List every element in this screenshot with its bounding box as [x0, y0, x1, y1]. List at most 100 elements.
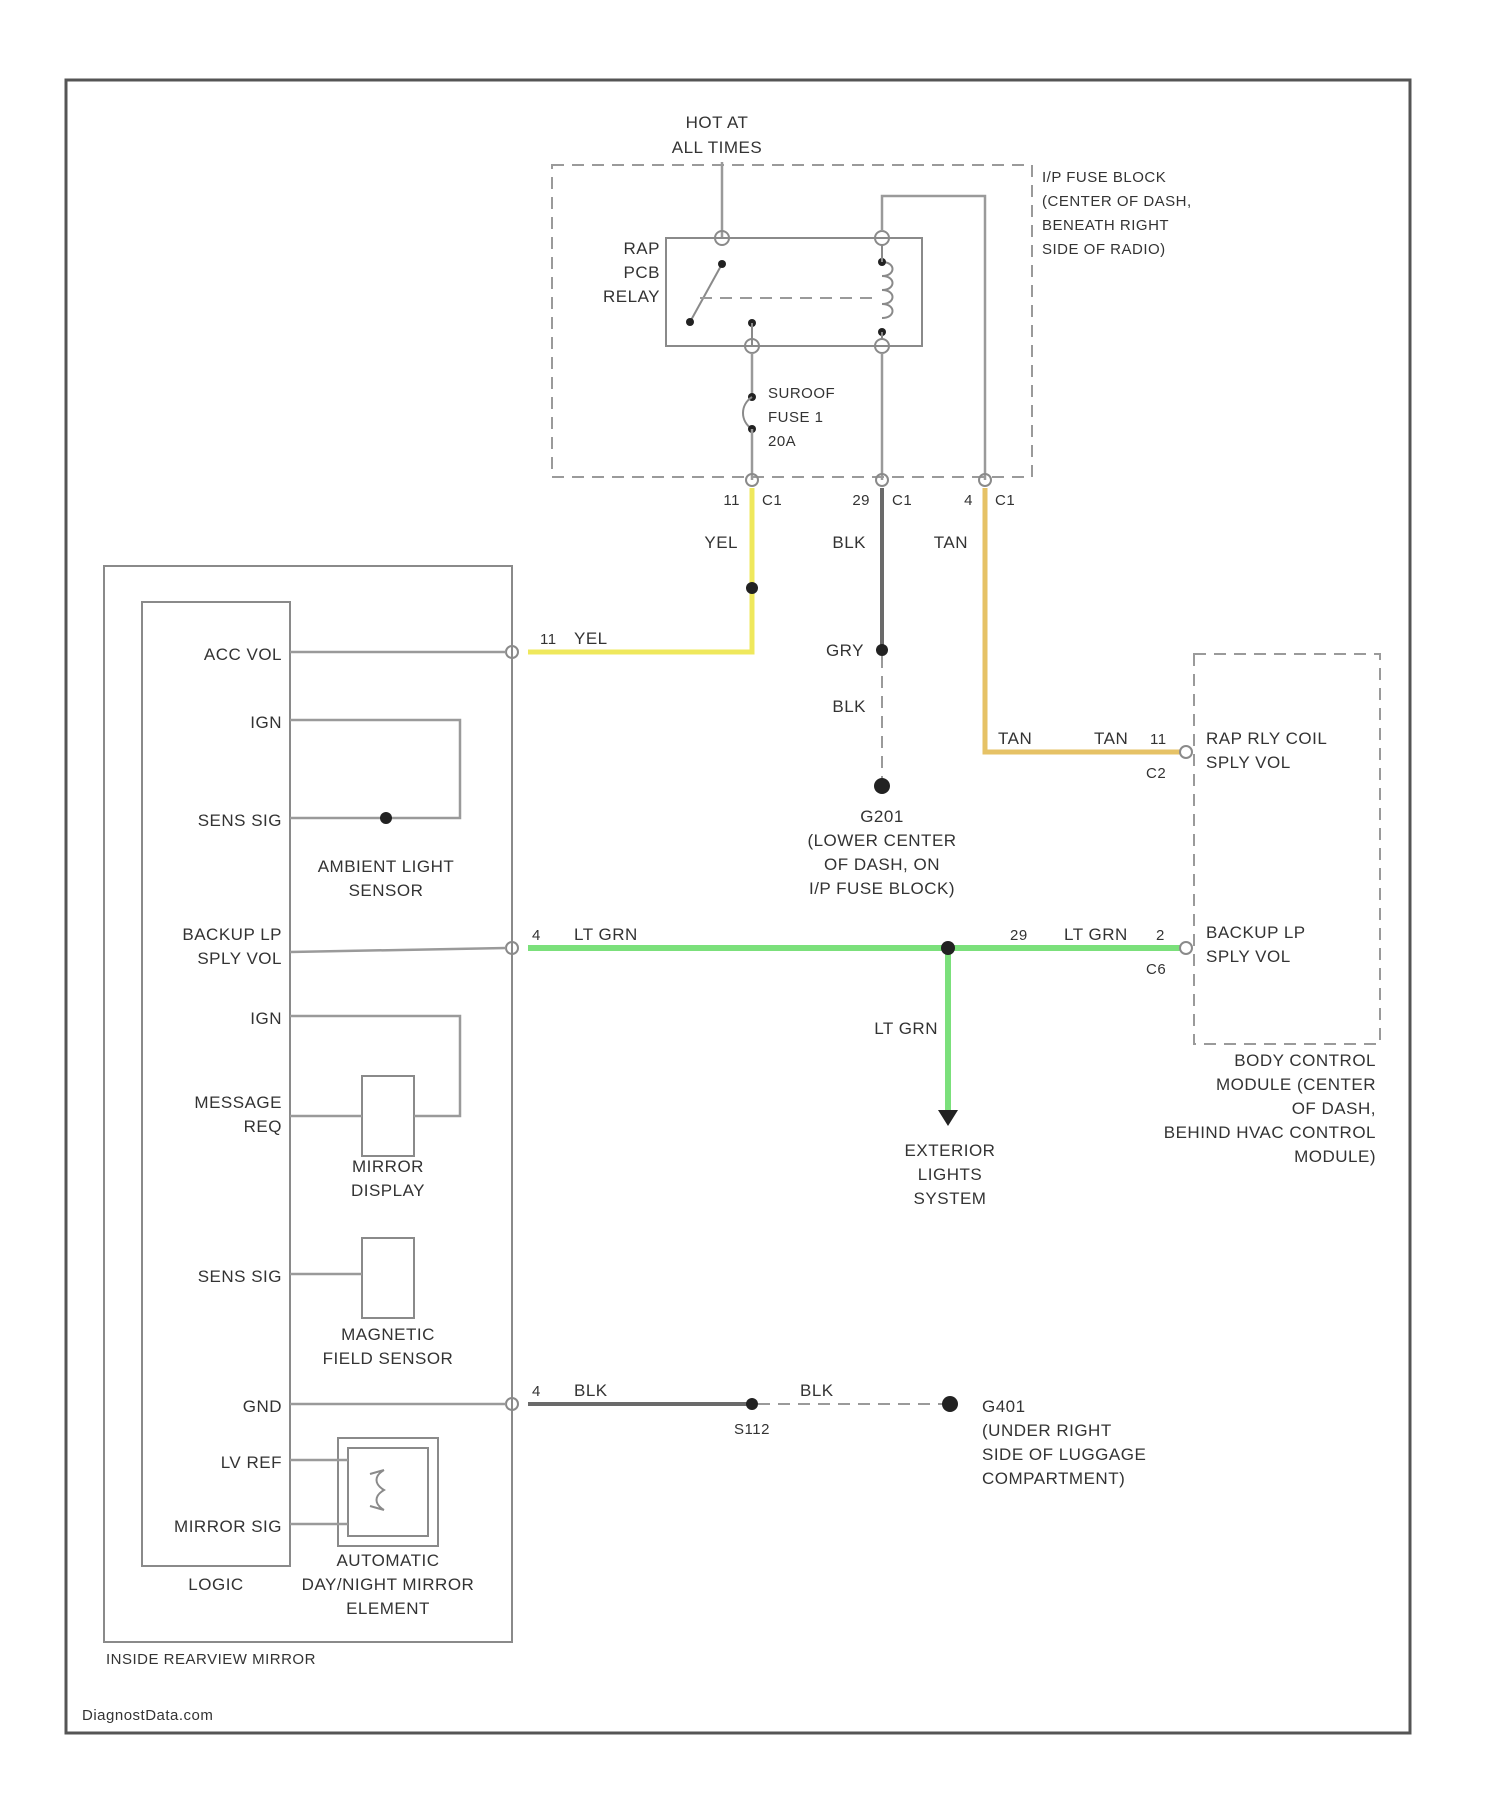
bcm-pin2-label-2: SPLY VOL — [1206, 947, 1291, 966]
yel-top-label: YEL — [704, 533, 738, 552]
exterior-arrow-icon — [938, 1110, 958, 1126]
ambient-label-2: SENSOR — [349, 881, 424, 900]
auto-mirror-label-3: ELEMENT — [346, 1599, 430, 1618]
sens-sig2-label: SENS SIG — [198, 1267, 282, 1286]
magnetic-sensor-icon — [362, 1238, 414, 1318]
s112-splice — [746, 1398, 758, 1410]
tan-wire — [985, 488, 1180, 752]
ambient-label-1: AMBIENT LIGHT — [318, 857, 455, 876]
relay-switch-arm — [690, 264, 722, 322]
bcm-connector-1 — [1180, 746, 1192, 758]
auto-mirror-element-box — [338, 1438, 438, 1546]
diagram-frame — [66, 80, 1410, 1733]
tan-conn-label: C2 — [1146, 765, 1166, 782]
message-label-2: REQ — [244, 1117, 282, 1136]
g401-desc-1: (UNDER RIGHT — [982, 1421, 1112, 1440]
yel-wire — [528, 488, 752, 652]
mirror-display-icon — [362, 1076, 414, 1156]
mirror-box — [104, 566, 512, 1642]
g201-desc-1: (LOWER CENTER — [807, 831, 956, 850]
tan-pin-label: 11 — [1150, 731, 1167, 748]
g201-desc-2: OF DASH, ON — [824, 855, 940, 874]
lv-ref-label: LV REF — [221, 1453, 282, 1472]
g401-desc-2: SIDE OF LUGGAGE — [982, 1445, 1146, 1464]
magnetic-label-2: FIELD SENSOR — [323, 1349, 454, 1368]
supply-label-1: HOT AT — [686, 113, 749, 132]
conn-blk: C1 — [892, 492, 912, 509]
mirror-display-label-2: DISPLAY — [351, 1181, 425, 1200]
gry-label: GRY — [826, 641, 864, 660]
grn-left-pin: 4 — [532, 927, 541, 944]
yel-pin-label: 11 — [540, 631, 557, 648]
conn-tan: C1 — [995, 492, 1015, 509]
grn-right-pin: 2 — [1156, 927, 1165, 944]
fuse-block-desc-1: I/P FUSE BLOCK — [1042, 169, 1166, 186]
bcm-connector-2 — [1180, 942, 1192, 954]
relay-switch-contact — [718, 260, 726, 268]
blk-bottom-left-label: BLK — [574, 1381, 608, 1400]
logic-box — [142, 602, 290, 1566]
fuse-icon — [743, 397, 752, 429]
tan-left-label: TAN — [998, 729, 1032, 748]
gnd-label: GND — [243, 1397, 282, 1416]
fuse-block-desc-4: SIDE OF RADIO) — [1042, 241, 1166, 258]
bcm-desc-1: BODY CONTROL — [1234, 1051, 1376, 1070]
magnetic-label-1: MAGNETIC — [341, 1325, 435, 1344]
blk-top-label: BLK — [832, 533, 866, 552]
yel-mid-label: YEL — [574, 629, 608, 648]
supply-label-2: ALL TIMES — [672, 138, 762, 157]
g201-id: G201 — [860, 807, 904, 826]
tan-top-label: TAN — [934, 533, 968, 552]
relay-switch-pivot — [686, 318, 694, 326]
message-label-1: MESSAGE — [194, 1093, 282, 1112]
fuse-label-3: 20A — [768, 433, 796, 450]
bcm-desc-3: OF DASH, — [1292, 1099, 1376, 1118]
s112-label: S112 — [734, 1421, 770, 1438]
bcm-box — [1194, 654, 1380, 1044]
exterior-label-2: LIGHTS — [918, 1165, 982, 1184]
pin-tan: 4 — [964, 492, 973, 509]
tan-right-label: TAN — [1094, 729, 1128, 748]
backup-label-2: SPLY VOL — [197, 949, 282, 968]
logic-label: LOGIC — [188, 1575, 243, 1594]
blk-bottom-pin: 4 — [532, 1383, 541, 1400]
bcm-pin1-label-2: SPLY VOL — [1206, 753, 1291, 772]
footer-watermark: DiagnostData.com — [82, 1707, 213, 1724]
auto-mirror-label-2: DAY/NIGHT MIRROR — [302, 1575, 475, 1594]
grn-left-label: LT GRN — [574, 925, 638, 944]
mirror-sig-label: MIRROR SIG — [174, 1517, 282, 1536]
fuse-block-desc-2: (CENTER OF DASH, — [1042, 193, 1192, 210]
lt-grn-splice — [941, 941, 955, 955]
pin-blk: 29 — [852, 492, 870, 509]
fuse-label-1: SUROOF — [768, 385, 835, 402]
sens-sig1-label: SENS SIG — [198, 811, 282, 830]
bcm-desc-2: MODULE (CENTER — [1216, 1075, 1376, 1094]
fuse-block-desc-3: BENEATH RIGHT — [1042, 217, 1169, 234]
pin-yel: 11 — [723, 492, 740, 509]
conn-yel: C1 — [762, 492, 782, 509]
exterior-label-3: SYSTEM — [914, 1189, 987, 1208]
auto-mirror-element-inner — [348, 1448, 428, 1536]
auto-mirror-label-1: AUTOMATIC — [336, 1551, 439, 1570]
relay-coil-icon — [882, 262, 893, 318]
ambient-light-sensor-icon — [380, 812, 392, 824]
relay-label-1: RAP — [624, 239, 660, 258]
blk-gry-splice — [876, 644, 888, 656]
bcm-desc-4: BEHIND HVAC CONTROL — [1164, 1123, 1376, 1142]
grn-conn-label: C6 — [1146, 961, 1166, 978]
blk-mid-label: BLK — [832, 697, 866, 716]
g401-id: G401 — [982, 1397, 1026, 1416]
g201-ground-point — [874, 778, 890, 794]
backup-label-1: BACKUP LP — [182, 925, 282, 944]
grn-right-pin2: 29 — [1010, 927, 1028, 944]
relay-label-2: PCB — [624, 263, 660, 282]
g201-desc-3: I/P FUSE BLOCK) — [809, 879, 955, 898]
bcm-pin1-label-1: RAP RLY COIL — [1206, 729, 1327, 748]
ign2-label: IGN — [250, 1009, 282, 1028]
acc-vol-label: ACC VOL — [204, 645, 282, 664]
relay-label-3: RELAY — [603, 287, 660, 306]
exterior-label-1: EXTERIOR — [905, 1141, 996, 1160]
mirror-element-coil-icon — [370, 1470, 384, 1510]
grn-right-label: LT GRN — [1064, 925, 1128, 944]
